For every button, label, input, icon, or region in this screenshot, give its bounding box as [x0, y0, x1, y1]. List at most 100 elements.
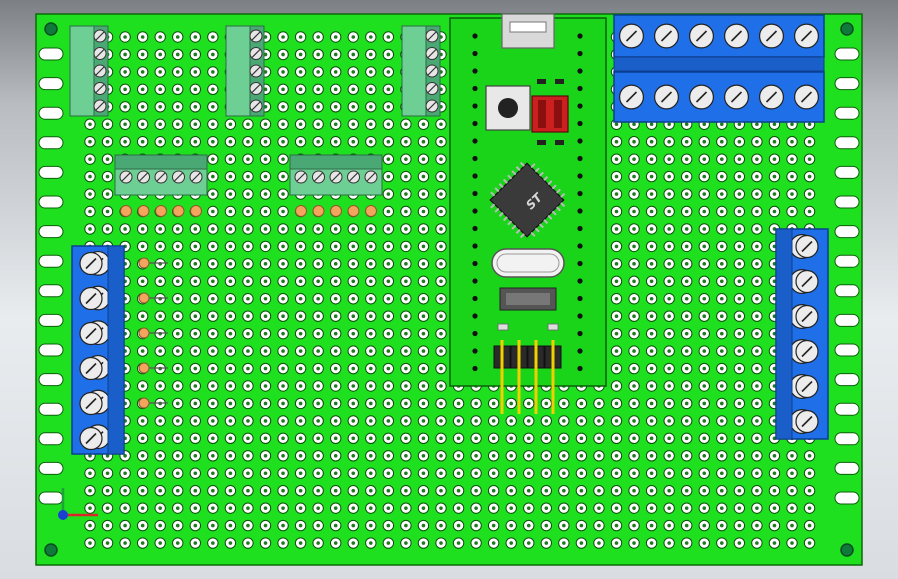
smd-part: [537, 140, 546, 145]
edge-pad-left: [38, 402, 64, 416]
module-pin-hole: [472, 68, 478, 74]
module-pin-hole: [472, 103, 478, 109]
edge-pad-right: [834, 136, 860, 150]
edge-pad-right: [834, 254, 860, 268]
edge-pad-right: [834, 373, 860, 387]
module-pin-hole: [472, 278, 478, 284]
solder-pin: [330, 205, 342, 217]
screw-header-vertical: [225, 25, 265, 117]
terminal-block-rail: [613, 56, 825, 72]
edge-pads: [38, 47, 860, 505]
screw-header-vertical: [401, 25, 441, 117]
solder-pin: [190, 205, 202, 217]
module-pin-hole: [472, 330, 478, 337]
edge-pad-left: [38, 373, 64, 387]
solder-pin: [347, 205, 360, 217]
crystal-oscillator: [491, 248, 565, 278]
solder-pin: [138, 362, 150, 374]
solder-pin: [138, 257, 150, 269]
boot-jumper: [531, 95, 569, 133]
edge-pad-left: [38, 461, 64, 475]
screw-header-vertical: [69, 25, 109, 117]
screw-header-horizontal: [114, 154, 208, 217]
module-pin-hole: [577, 260, 583, 267]
module-pin-hole: [577, 243, 583, 249]
module-pin-hole: [577, 103, 583, 109]
mcu-module: ST: [449, 13, 607, 414]
module-pin-hole: [577, 190, 583, 197]
terminal-block-top: [613, 14, 825, 58]
edge-pad-left: [38, 77, 64, 91]
module-pin-hole: [577, 138, 583, 144]
z-axis-icon: [58, 510, 68, 520]
module-pin-hole: [472, 225, 478, 232]
mcu-chip: ST: [489, 161, 566, 239]
module-pin-hole: [577, 365, 583, 372]
edge-pad-left: [38, 47, 64, 61]
module-pin-hole: [577, 155, 583, 162]
edge-pad-right: [834, 491, 860, 505]
module-pin-hole: [577, 278, 583, 284]
module-pin-hole: [472, 33, 478, 39]
module-pin-hole: [472, 348, 478, 354]
module-pin-hole: [577, 33, 583, 39]
edge-pad-left: [38, 254, 64, 268]
solder-pin: [120, 205, 132, 217]
edge-pad-right: [834, 47, 860, 61]
module-pin-hole: [472, 155, 478, 162]
mounting-hole: [840, 22, 854, 36]
edge-pad-right: [834, 195, 860, 209]
smd-part: [555, 79, 564, 84]
edge-pad-right: [834, 461, 860, 475]
mounting-hole: [44, 543, 58, 557]
module-pin-hole: [472, 243, 478, 249]
module-pin-hole: [472, 173, 478, 179]
solder-pin: [365, 205, 377, 217]
edge-pad-right: [834, 225, 860, 239]
module-pin-hole: [472, 260, 478, 267]
solder-pin: [138, 397, 150, 409]
edge-pad-left: [38, 136, 64, 150]
module-pin-hole: [577, 208, 583, 214]
edge-pad-left: [38, 284, 64, 298]
module-pin-hole: [577, 225, 583, 232]
module-pin-hole: [472, 365, 478, 372]
edge-pad-left: [38, 313, 64, 327]
edge-pad-right: [834, 343, 860, 357]
smd-pad: [497, 323, 509, 331]
edge-pad-left: [38, 225, 64, 239]
module-pin-hole: [472, 295, 478, 302]
module-pin-hole: [472, 138, 478, 144]
module-pin-hole: [472, 50, 478, 57]
solder-pin: [155, 205, 167, 217]
solder-pin: [172, 205, 185, 217]
edge-pad-left: [38, 491, 64, 505]
edge-pad-left: [38, 106, 64, 120]
module-pin-hole: [472, 190, 478, 197]
module-pin-hole: [577, 120, 583, 127]
module-pin-hole: [577, 348, 583, 354]
edge-pad-left: [38, 195, 64, 209]
module-pin-hole: [577, 85, 583, 92]
module-pin-hole: [472, 85, 478, 92]
module-pin-hole: [577, 330, 583, 337]
module-pin-hole: [577, 295, 583, 302]
smd-part: [537, 79, 546, 84]
edge-pad-right: [834, 402, 860, 416]
smd-pad: [547, 323, 559, 331]
mounting-hole: [840, 543, 854, 557]
edge-pad-left: [38, 165, 64, 179]
edge-pad-right: [834, 284, 860, 298]
module-pin-hole: [577, 50, 583, 57]
edge-pad-right: [834, 77, 860, 91]
solder-pin: [137, 205, 150, 217]
module-pin-hole: [577, 68, 583, 74]
solder-pin: [295, 205, 307, 217]
solder-pin: [138, 292, 150, 304]
solder-pin: [138, 327, 150, 339]
module-pin-hole: [577, 173, 583, 179]
edge-pad-right: [834, 313, 860, 327]
screw-header-horizontal: [289, 154, 383, 217]
